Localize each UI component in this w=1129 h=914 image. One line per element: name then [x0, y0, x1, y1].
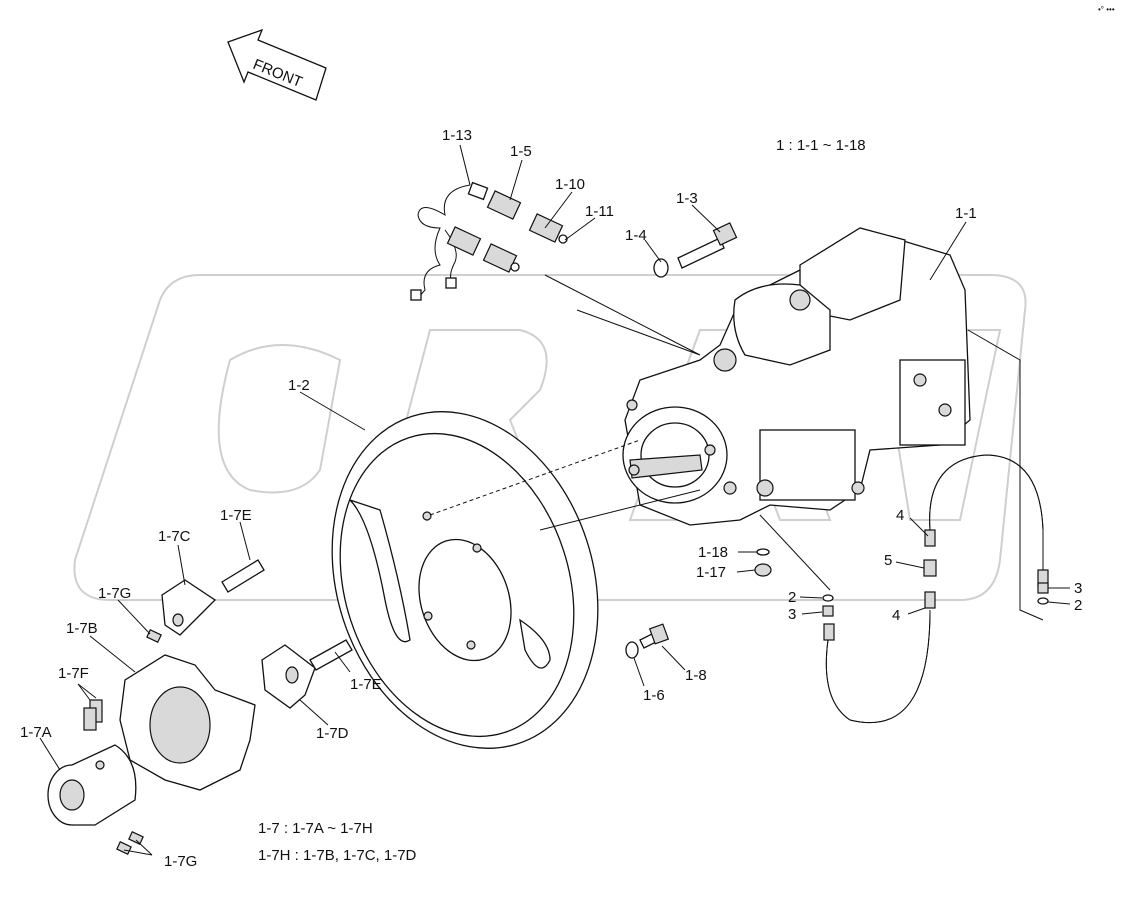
bolt-1-7e-lower: [309, 639, 353, 671]
set-screw-1-7g-upper: [146, 629, 162, 643]
callout-1-1: 1-1: [955, 205, 977, 222]
callout-1-7e-lower: 1-7E: [350, 676, 382, 693]
callout-1-11: 1-11: [585, 203, 614, 220]
callout-1-10: 1-10: [555, 176, 585, 193]
callout-1-8: 1-8: [685, 667, 707, 684]
bolt-1-7e-upper: [221, 559, 265, 593]
bolt-1-3: [677, 222, 738, 269]
insert-1-7c: [161, 579, 217, 636]
callout-1-7d: 1-7D: [316, 725, 349, 742]
sensor-harness: [410, 181, 568, 301]
callout-2-right: 2: [1074, 597, 1082, 614]
callout-3-left: 3: [788, 606, 796, 623]
hose-upper: [924, 454, 1049, 587]
front-arrow-icon: FRONT: [227, 28, 327, 101]
callout-1-5: 1-5: [510, 143, 532, 160]
hydraulic-pump: [622, 227, 971, 526]
oring-1-18: [756, 548, 770, 556]
callout-1-17: 1-17: [696, 564, 726, 581]
corner-mark: •° •••: [1098, 5, 1115, 14]
set-screw-1-7g-lower-a: [116, 841, 132, 855]
callout-1-6: 1-6: [643, 687, 665, 704]
fitting-5: [923, 559, 937, 577]
callout-1-7g-upper: 1-7G: [98, 585, 131, 602]
set-screws-1-7f: [83, 699, 103, 731]
callout-1-2: 1-2: [288, 377, 310, 394]
callout-4-upper: 4: [896, 507, 904, 524]
callout-4-lower: 4: [892, 607, 900, 624]
plug-1-17: [754, 563, 772, 577]
note-assembly-1-7h: 1-7H : 1-7B, 1-7C, 1-7D: [258, 847, 417, 864]
callout-3-right: 3: [1074, 580, 1082, 597]
callout-1-7f: 1-7F: [58, 665, 89, 682]
callout-2-left: 2: [788, 589, 796, 606]
elastic-element-1-7b: [119, 654, 256, 791]
callout-1-7g-lower: 1-7G: [164, 853, 197, 870]
oring-2-right: [1037, 597, 1049, 605]
note-assembly-1-7: 1-7 : 1-7A ~ 1-7H: [258, 820, 373, 837]
callout-labels: 1-13 1-5 1-10 1-11 1-4 1-3 1-1 1-2 1-7E …: [20, 127, 1082, 870]
callout-1-7a: 1-7A: [20, 724, 52, 741]
callout-1-7c: 1-7C: [158, 528, 191, 545]
callout-5: 5: [884, 552, 892, 569]
leader-lines: [39, 144, 1071, 856]
callout-1-7e-upper: 1-7E: [220, 507, 252, 524]
callout-1-18: 1-18: [698, 544, 728, 561]
callout-1-4: 1-4: [625, 227, 647, 244]
callout-1-7b: 1-7B: [66, 620, 98, 637]
callout-1-3: 1-3: [676, 190, 698, 207]
note-assembly-1: 1 : 1-1 ~ 1-18: [776, 137, 866, 154]
adapter-3-left: [822, 605, 834, 617]
oring-2-left: [822, 594, 834, 602]
bolt-1-8: [639, 623, 670, 649]
washer-1-4: [653, 258, 669, 278]
callout-1-13: 1-13: [442, 127, 472, 144]
hose-lower: [823, 591, 936, 724]
insert-1-7d: [261, 644, 316, 709]
washer-1-6: [625, 641, 639, 659]
coupling-hub-1-7a: [47, 744, 137, 826]
flywheel-housing: [331, 411, 599, 749]
set-screw-1-7g-lower-b: [128, 831, 144, 845]
adapter-3-right: [1037, 582, 1049, 594]
